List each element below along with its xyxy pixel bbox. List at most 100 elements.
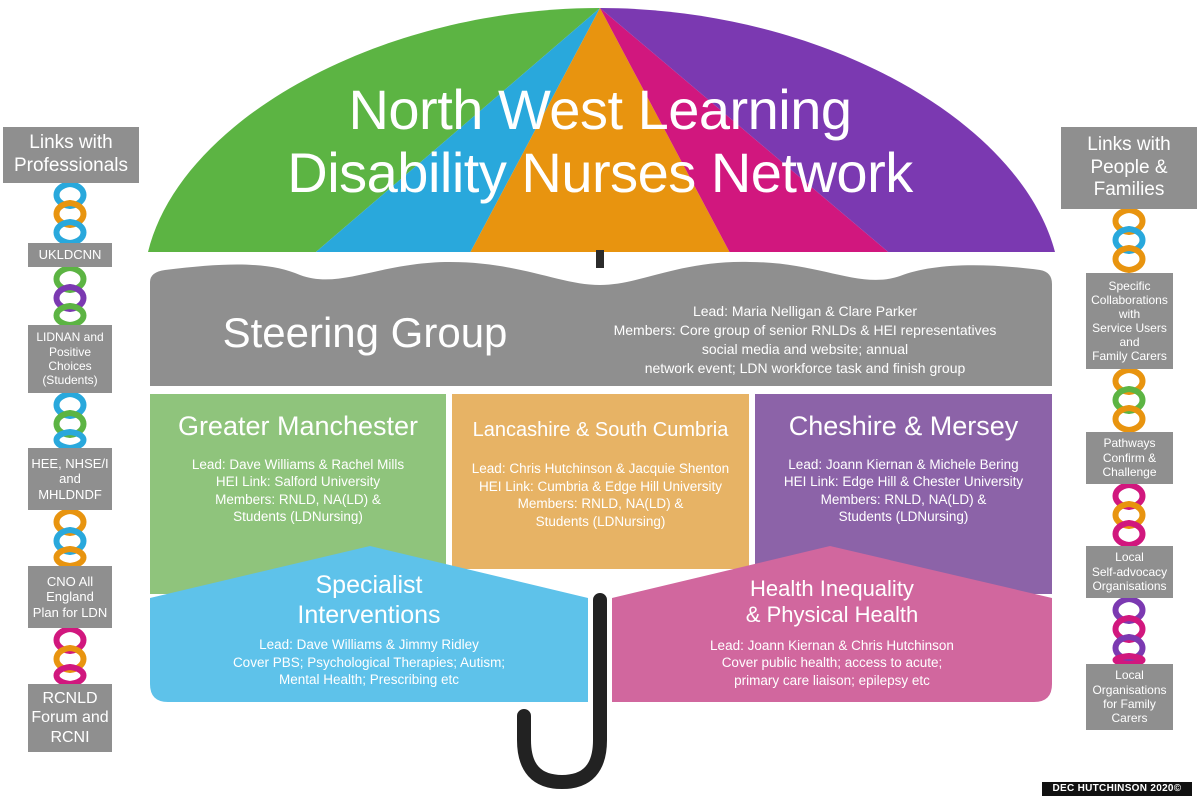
region-hei: HEI Link: Salford University bbox=[215, 474, 381, 490]
link-line: Specific bbox=[1108, 278, 1151, 293]
region-title: Cheshire & Mersey bbox=[788, 411, 1019, 441]
region-title: Lancashire & South Cumbria bbox=[472, 419, 729, 441]
steering-members-1: Members: Core group of senior RNLDs & HE… bbox=[613, 321, 997, 338]
link-line: Challenge bbox=[1102, 465, 1157, 480]
link-line: (Students) bbox=[42, 373, 98, 388]
right-links-header: Links with People & Families bbox=[1061, 127, 1197, 209]
region-lead: Lead: Dave Williams & Rachel Mills bbox=[191, 456, 405, 472]
panel-health bbox=[612, 546, 1052, 702]
link-line: Pathways bbox=[1103, 436, 1156, 451]
link-line: RCNLD bbox=[42, 690, 98, 708]
region-hei: HEI Link: Edge Hill & Chester University bbox=[783, 474, 1024, 490]
link-line: Organisations bbox=[1092, 579, 1167, 594]
right-link-collaborations: Specific Collaborations with Service Use… bbox=[1086, 273, 1173, 369]
left-link-lidnan: LIDNAN and Positive Choices (Students) bbox=[28, 325, 112, 393]
link-line: Plan for LDN bbox=[32, 604, 108, 620]
left-link-rcnld: RCNLD Forum and RCNI bbox=[28, 684, 112, 752]
region-lancashire: Lancashire & South Cumbria Lead: Chris H… bbox=[452, 418, 749, 530]
left-links-header: Links with Professionals bbox=[3, 127, 139, 183]
region-members-2: Students (LDNursing) bbox=[838, 509, 969, 525]
region-members-2: Students (LDNursing) bbox=[535, 513, 666, 529]
right-header-line-1: Links with bbox=[1087, 133, 1171, 155]
link-line: Organisations bbox=[1092, 682, 1167, 697]
link-line: and bbox=[59, 471, 81, 487]
region-members-2: Students (LDNursing) bbox=[233, 509, 363, 525]
canopy-segment-orange bbox=[445, 8, 755, 252]
steering-lead: Lead: Maria Nelligan & Clare Parker bbox=[692, 303, 918, 319]
panel-lancashire bbox=[452, 394, 749, 569]
right-header-line-3: Families bbox=[1093, 179, 1165, 201]
region-greater-manchester: Greater Manchester Lead: Dave Williams &… bbox=[150, 411, 446, 526]
link-line: Carers bbox=[1111, 711, 1148, 726]
health-title-2: & Physical Health bbox=[745, 602, 919, 628]
link-line: Choices bbox=[48, 359, 92, 373]
link-line: Positive bbox=[48, 344, 92, 359]
left-link-ukldcnn: UKLDCNN bbox=[28, 243, 112, 267]
region-hei: HEI Link: Cumbria & Edge Hill University bbox=[478, 478, 723, 494]
link-line: for Family bbox=[1103, 697, 1156, 711]
link-line: Service Users bbox=[1092, 321, 1167, 335]
specialist-title-2: Interventions bbox=[297, 601, 441, 629]
region-members-1: Members: RNLD, NA(LD) & bbox=[215, 491, 381, 507]
chain-link bbox=[53, 663, 87, 688]
region-cheshire: Cheshire & Mersey Lead: Joann Kiernan & … bbox=[755, 411, 1052, 526]
link-line: Family Carers bbox=[1092, 349, 1167, 364]
canopy-top-green bbox=[80, 0, 600, 8]
left-link-hee: HEE, NHSE/I and MHLDNDF bbox=[28, 448, 112, 510]
link-line: LIDNAN and bbox=[36, 330, 104, 345]
left-link-cno: CNO All England Plan for LDN bbox=[28, 566, 112, 628]
link-line: with bbox=[1118, 306, 1141, 321]
credit-label: DEC HUTCHINSON 2020© bbox=[1042, 782, 1192, 796]
link-line: Self-advocacy bbox=[1091, 564, 1168, 579]
link-line: England bbox=[46, 589, 94, 605]
chain-link bbox=[53, 428, 87, 452]
link-line: and bbox=[1119, 335, 1140, 350]
link-line: CNO All bbox=[46, 573, 94, 589]
right-chain-links bbox=[1112, 206, 1146, 668]
link-line: Local bbox=[1115, 668, 1144, 683]
specialist-title-1: Specialist bbox=[315, 571, 423, 599]
canopy-top-purple bbox=[600, 0, 1120, 8]
specialist-lead: Lead: Dave Williams & Jimmy Ridley bbox=[259, 637, 479, 652]
right-link-self-advocacy: Local Self-advocacy Organisations bbox=[1086, 546, 1173, 598]
link-line: Forum and bbox=[31, 709, 109, 727]
title-line-2: Disability Nurses Network bbox=[287, 141, 913, 205]
network-title: North West Learning Disability Nurses Ne… bbox=[240, 78, 960, 205]
region-lead: Lead: Joann Kiernan & Michele Bering bbox=[788, 456, 1019, 472]
chain-link bbox=[1112, 519, 1146, 549]
right-link-pathways: Pathways Confirm & Challenge bbox=[1086, 432, 1173, 484]
chain-link bbox=[1112, 244, 1146, 274]
region-title: Greater Manchester bbox=[177, 411, 419, 441]
steering-members-2: social media and website; annual bbox=[701, 340, 909, 357]
link-line: RCNI bbox=[50, 728, 90, 746]
chain-link bbox=[1112, 404, 1146, 434]
chain-link bbox=[53, 302, 87, 329]
canopy-segment-blue bbox=[260, 8, 600, 252]
health-lead: Lead: Joann Kiernan & Chris Hutchinson bbox=[710, 637, 954, 653]
panel-specialist bbox=[150, 546, 588, 702]
umbrella-spike bbox=[596, 250, 604, 268]
region-lead: Lead: Chris Hutchinson & Jacquie Shenton bbox=[471, 461, 730, 476]
region-members-1: Members: RNLD, NA(LD) & bbox=[820, 491, 987, 507]
title-line-1: North West Learning bbox=[348, 78, 852, 141]
link-line: MHLDNDF bbox=[38, 486, 102, 502]
chain-link bbox=[53, 545, 87, 570]
region-members-1: Members: RNLD, NA(LD) & bbox=[517, 496, 684, 512]
specialist-cover-1: Cover PBS; Psychological Therapies; Auti… bbox=[232, 654, 506, 670]
link-line: Collaborations bbox=[1091, 292, 1168, 307]
umbrella-handle bbox=[517, 593, 607, 790]
steering-members-3: network event; LDN workforce task and fi… bbox=[644, 359, 966, 376]
health-cover-1: Cover public health; access to acute; bbox=[721, 655, 943, 671]
right-header-line-2: People & bbox=[1090, 156, 1168, 178]
steering-band bbox=[150, 261, 1052, 386]
steering-title: Steering Group bbox=[222, 309, 508, 356]
health-cover-2: primary care liaison; epilepsy etc bbox=[734, 672, 930, 688]
steering-details: Lead: Maria Nelligan & Clare Parker Memb… bbox=[570, 302, 1040, 378]
left-header-line-1: Links with bbox=[29, 132, 113, 154]
left-header-line-2: Professionals bbox=[13, 155, 129, 176]
link-line: Confirm & bbox=[1102, 450, 1157, 465]
left-chain-links bbox=[53, 180, 87, 688]
health-title-1: Health Inequality bbox=[750, 576, 914, 601]
link-line: HEE, NHSE/I bbox=[31, 455, 109, 471]
